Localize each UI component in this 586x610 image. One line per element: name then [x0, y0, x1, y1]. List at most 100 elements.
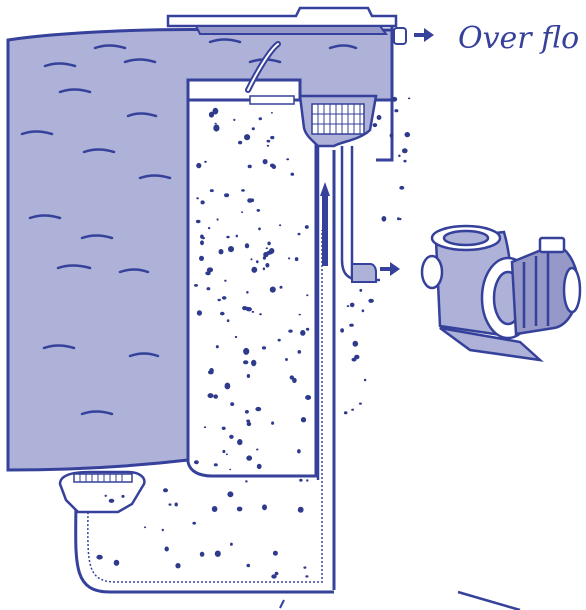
gravel-dot: [382, 216, 387, 222]
gravel-dot: [351, 409, 354, 411]
gravel-dot: [257, 209, 261, 212]
gravel-dot: [162, 529, 164, 531]
gravel-dot: [224, 280, 226, 282]
gravel-dot: [219, 249, 224, 254]
gravel-dot: [109, 499, 115, 503]
gravel-dot: [353, 341, 359, 347]
gravel-dot: [305, 225, 309, 229]
gravel-dot: [196, 163, 201, 168]
flow-up-arrow: [320, 182, 330, 196]
gravel-dot: [278, 339, 281, 342]
gravel-dot: [297, 449, 301, 453]
gravel-dot: [229, 469, 231, 470]
gravel-dot: [298, 233, 301, 236]
gravel-dot: [245, 410, 249, 414]
gravel-dot: [228, 246, 234, 252]
gravel-dot: [265, 263, 269, 268]
overflow-label: Over flo: [458, 21, 579, 56]
gravel-dot: [349, 324, 354, 327]
gravel-dot: [247, 564, 251, 568]
gravel-dot: [301, 417, 306, 422]
gravel-dot: [271, 112, 273, 114]
gravel-dot: [257, 464, 262, 469]
gravel-dot: [306, 328, 309, 331]
gravel-dot: [288, 257, 290, 259]
gravel-dot: [222, 296, 227, 300]
gravel-dot: [192, 522, 196, 525]
gravel-dot: [390, 133, 394, 138]
gravel-dot: [212, 506, 218, 512]
gravel-dot: [262, 504, 267, 510]
gravel-dot: [267, 251, 273, 255]
outlet-pipe: [352, 264, 376, 282]
gravel-dot: [340, 328, 344, 332]
gravel-dot: [270, 164, 275, 168]
gravel-dot: [299, 314, 301, 316]
gravel-dot: [259, 117, 262, 120]
gravel-dot: [252, 311, 255, 313]
gravel-dot: [267, 140, 271, 143]
gravel-dot: [226, 453, 228, 455]
gravel-dot: [216, 345, 219, 348]
gravel-dot: [235, 336, 237, 338]
gravel-dot: [246, 455, 252, 460]
gravel-dot: [226, 236, 229, 239]
gravel-dot: [204, 161, 207, 163]
gravel-dot: [394, 109, 398, 112]
gravel-dot: [213, 124, 219, 131]
gravel-dot: [197, 310, 202, 315]
gravel-dot: [364, 379, 366, 382]
gravel-dot: [270, 136, 274, 139]
gravel-dot: [373, 123, 378, 127]
gravel-dot: [96, 555, 102, 560]
gravel-dot: [213, 394, 218, 398]
gravel-dot: [262, 346, 266, 349]
gravel-dot: [222, 427, 226, 430]
gravel-dot: [121, 495, 124, 498]
gravel-dot: [368, 299, 374, 303]
gravel-dot: [230, 543, 233, 546]
gravel-dot: [286, 158, 289, 160]
gravel-dot: [236, 235, 238, 238]
gravel-dot: [256, 449, 258, 451]
gravel-dot: [218, 299, 221, 301]
gravel-dot: [196, 197, 199, 199]
gravel-dot: [258, 227, 261, 230]
gravel-dot: [204, 426, 206, 428]
gravel-dot: [241, 189, 245, 192]
gravel-dot: [227, 491, 233, 497]
gravel-dot: [247, 422, 252, 426]
gravel-dot: [255, 407, 261, 411]
gravel-dot: [243, 348, 249, 355]
gravel-dot: [244, 134, 250, 140]
gravel-dot: [306, 294, 308, 296]
gravel-dot: [285, 358, 288, 361]
gravel-dot: [230, 402, 234, 406]
gravel-dot: [271, 421, 274, 424]
gravel-dot: [105, 495, 107, 497]
gravel-dot: [163, 488, 168, 492]
gravel-dot: [227, 319, 230, 322]
gravel-dot: [305, 395, 311, 400]
bottom-stroke: [280, 600, 284, 608]
gravel-dot: [209, 112, 214, 118]
gravel-dot: [275, 572, 279, 576]
gravel-dot: [299, 479, 302, 482]
gravel-dot: [344, 411, 348, 414]
gravel-dot: [399, 218, 401, 220]
gravel-dot: [251, 267, 257, 273]
gravel-dot: [263, 159, 268, 164]
gravel-dot: [292, 378, 297, 383]
gravel-dot: [224, 193, 229, 197]
gravel-dot: [165, 547, 169, 552]
gravel-dot: [229, 435, 234, 439]
gravel-dot: [252, 127, 255, 130]
gravel-dot: [175, 503, 178, 507]
filter-basket: [300, 96, 376, 146]
pool-pump-icon: [422, 226, 580, 360]
gravel-dot: [408, 98, 411, 100]
gravel-dot: [280, 286, 283, 289]
gravel-dot: [267, 242, 270, 246]
gravel-dot: [222, 450, 225, 453]
